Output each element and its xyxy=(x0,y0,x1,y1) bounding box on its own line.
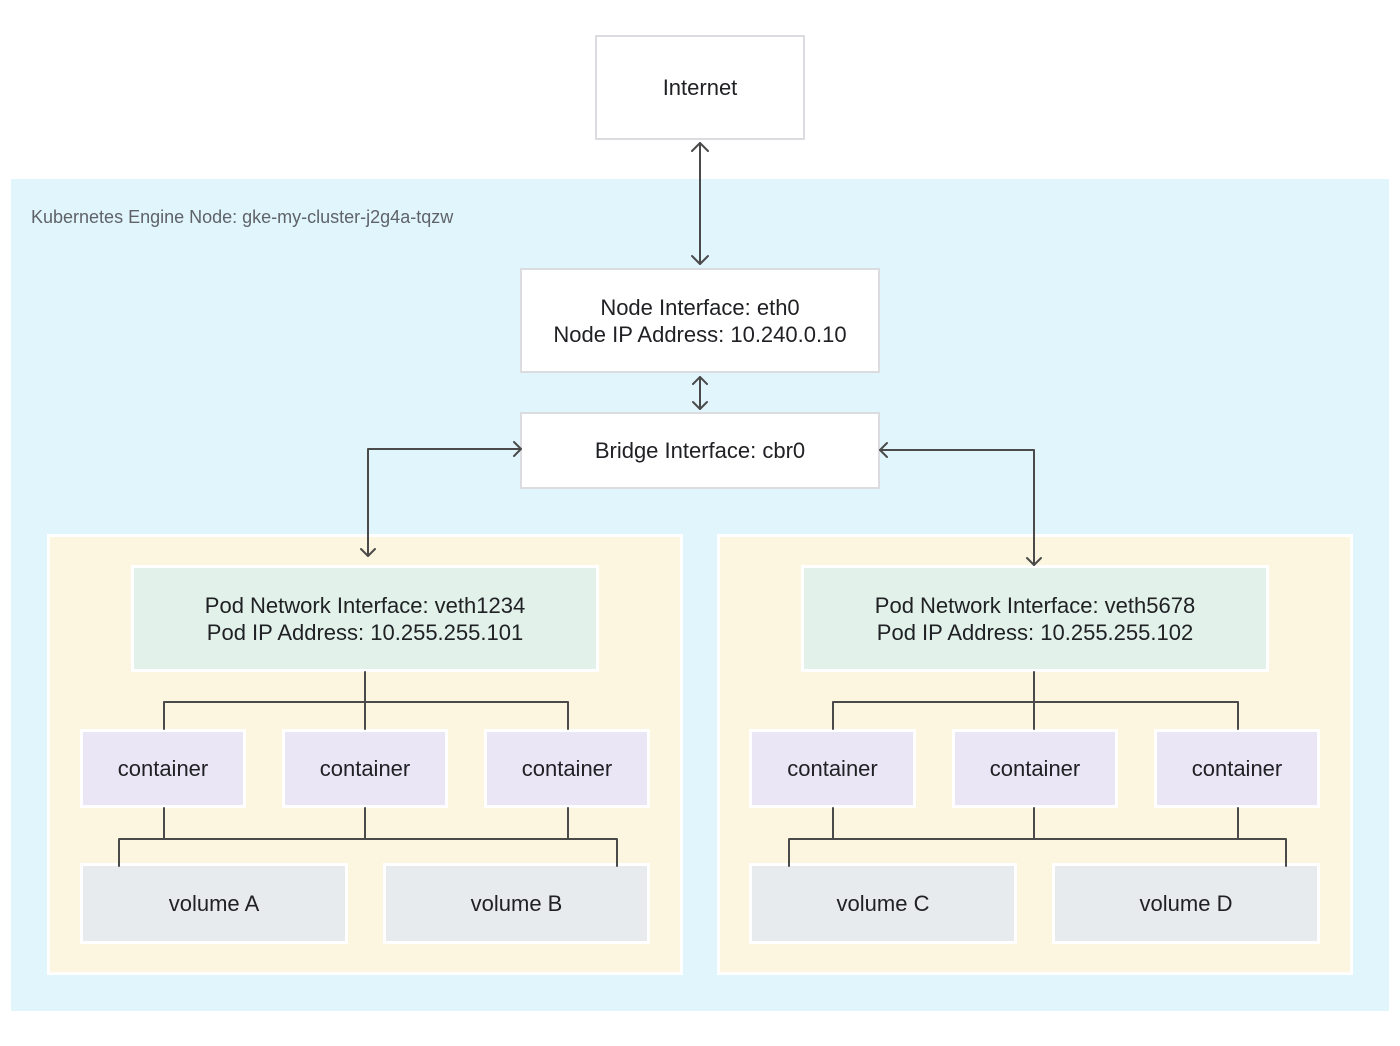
internet-box: Internet xyxy=(595,35,805,140)
arrowhead-down xyxy=(1026,557,1042,566)
pod-1-interface-name: Pod Network Interface: veth1234 xyxy=(204,592,526,618)
container-label: container xyxy=(787,755,878,781)
pod-1-network-interface: Pod Network Interface: veth1234 Pod IP A… xyxy=(131,565,599,672)
pod-2-volume-d: volume D xyxy=(1052,863,1320,944)
pod-2-interface-name: Pod Network Interface: veth5678 xyxy=(874,592,1196,618)
pod-1-volume-b: volume B xyxy=(383,863,650,944)
pod-2-container-bus xyxy=(832,701,1239,730)
arrowhead-down xyxy=(360,548,376,557)
pod-2-container-1: container xyxy=(749,729,916,808)
container-label: container xyxy=(1191,755,1283,781)
container-label: container xyxy=(319,755,411,781)
pod-2-ip-address: Pod IP Address: 10.255.255.102 xyxy=(876,619,1194,645)
arrowhead-up xyxy=(692,376,708,385)
volume-label: volume D xyxy=(1139,890,1233,916)
pod-1-container-3: container xyxy=(484,729,650,808)
pod-1-volume-a: volume A xyxy=(80,863,348,944)
pod-1-volume-bus xyxy=(118,838,618,867)
bridge-interface-box: Bridge Interface: cbr0 xyxy=(520,412,880,489)
pod-2-container-3: container xyxy=(1154,729,1320,808)
container-label: container xyxy=(117,755,209,781)
bridge-pod-2-link xyxy=(879,449,1035,566)
pod-1-ip-address: Pod IP Address: 10.255.255.101 xyxy=(206,619,524,645)
node-interface-box: Node Interface: eth0 Node IP Address: 10… xyxy=(520,268,880,373)
arrowhead-down xyxy=(691,255,709,265)
volume-label: volume C xyxy=(836,890,930,916)
pod-1-container-2: container xyxy=(282,729,448,808)
pod-2-volume-c: volume C xyxy=(749,863,1017,944)
arrowhead-left xyxy=(879,442,888,458)
node-ip-address: Node IP Address: 10.240.0.10 xyxy=(553,321,847,347)
volume-label: volume A xyxy=(168,890,260,916)
pod-2-network-interface: Pod Network Interface: veth5678 Pod IP A… xyxy=(801,565,1269,672)
bridge-pod-1-link xyxy=(367,448,522,557)
arrowhead-up xyxy=(691,142,709,152)
container-label: container xyxy=(989,755,1081,781)
arrowhead-right xyxy=(513,441,522,457)
pod-1-container-bus xyxy=(163,701,569,730)
pod-1-container-1: container xyxy=(80,729,246,808)
bridge-interface-label: Bridge Interface: cbr0 xyxy=(594,438,806,463)
arrowhead-down xyxy=(692,401,708,410)
pod-2-volume-bus xyxy=(788,838,1287,867)
container-label: container xyxy=(521,755,613,781)
pod-2-container-2: container xyxy=(952,729,1118,808)
node-interface-name: Node Interface: eth0 xyxy=(600,294,800,320)
internet-label: Internet xyxy=(662,75,738,100)
node-label: Kubernetes Engine Node: gke-my-cluster-j… xyxy=(31,207,454,227)
volume-label: volume B xyxy=(470,890,563,916)
